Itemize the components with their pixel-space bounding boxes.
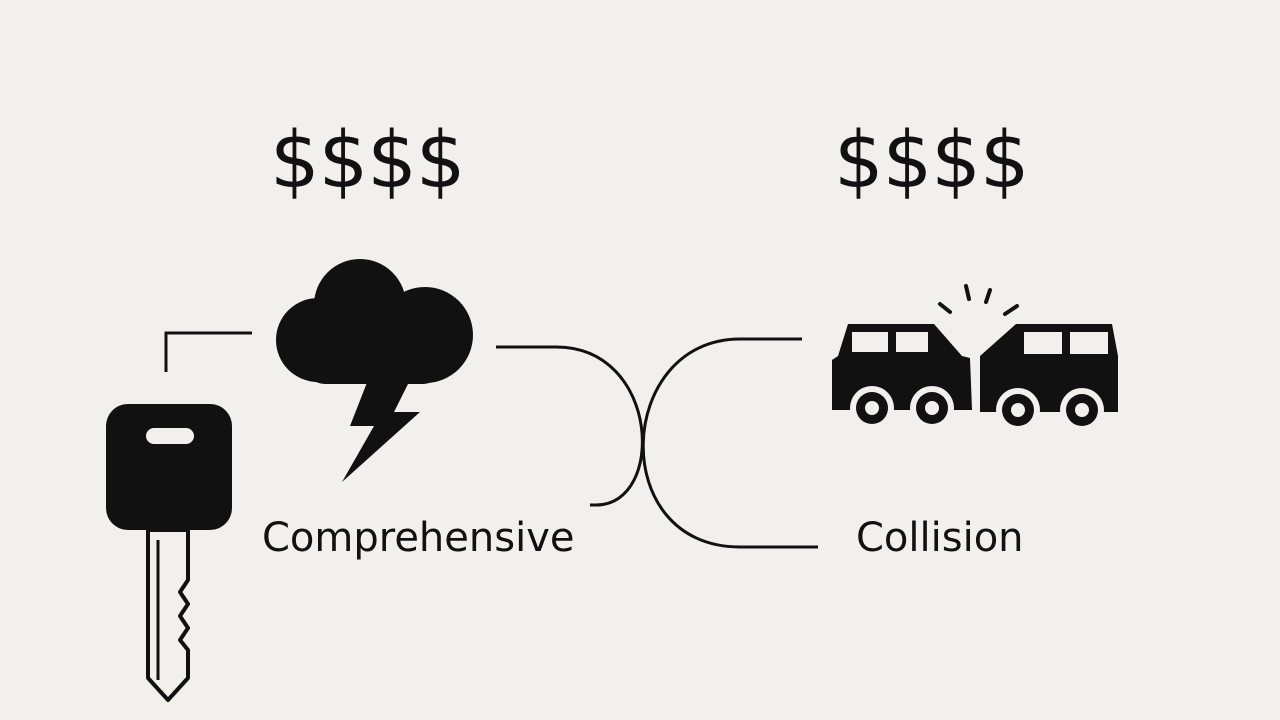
collision-price: $$$$	[834, 116, 1030, 206]
car-collision-icon	[832, 284, 1118, 432]
car-key-icon	[106, 404, 232, 702]
key-connector-line	[164, 331, 252, 372]
collision-label: Collision	[856, 515, 1024, 561]
comprehensive-price: $$$$	[270, 116, 466, 206]
collision-connector-curve	[641, 337, 818, 549]
comprehensive-connector-curve	[496, 345, 644, 507]
comprehensive-label: Comprehensive	[262, 515, 575, 561]
storm-cloud-icon	[276, 259, 473, 482]
